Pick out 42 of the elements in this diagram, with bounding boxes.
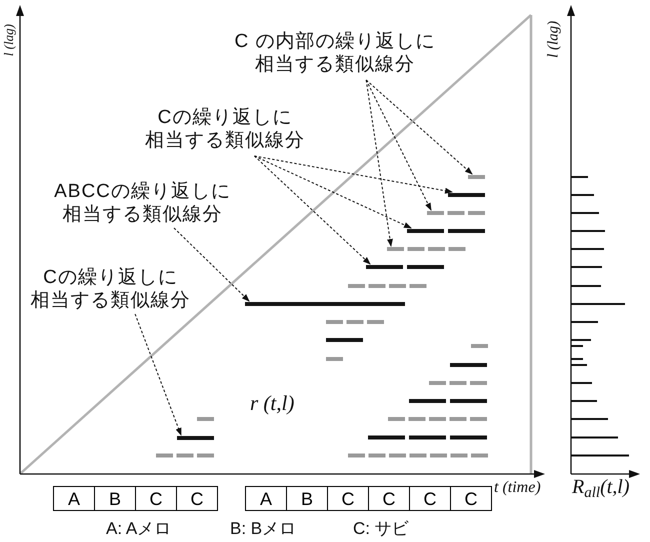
legend-text: B: Bメロ bbox=[230, 518, 296, 540]
callout-text: 相当する類似線分 bbox=[145, 129, 305, 152]
section-box: B bbox=[94, 486, 136, 511]
similarity-segment bbox=[177, 436, 214, 440]
leader-arrow bbox=[366, 80, 393, 247]
section-box: B bbox=[286, 486, 328, 511]
similarity-segment bbox=[245, 302, 405, 306]
legend-text: A: Aメロ bbox=[106, 518, 172, 540]
section-box: C bbox=[176, 486, 218, 511]
section-box: A bbox=[245, 486, 287, 511]
callout-text: ABCCの繰り返しに bbox=[54, 180, 231, 203]
leader-arrow bbox=[366, 80, 432, 211]
legend-text: C: サビ bbox=[353, 518, 409, 540]
callout-text: 相当する類似線分 bbox=[30, 289, 190, 312]
leader-arrow bbox=[254, 156, 453, 194]
callout-text: 相当する類似線分 bbox=[62, 203, 222, 226]
leader-arrow bbox=[134, 314, 182, 436]
axis-label: l (lag) bbox=[544, 20, 563, 60]
formula-label: r (t,l) bbox=[250, 390, 294, 416]
section-box: C bbox=[450, 486, 492, 511]
similarity-segment bbox=[366, 265, 403, 269]
leader-arrow bbox=[254, 156, 412, 228]
leader-arrow bbox=[174, 228, 250, 302]
section-box: C bbox=[409, 486, 451, 511]
similarity-segment bbox=[387, 247, 404, 251]
similarity-segment bbox=[427, 211, 444, 215]
similarity-segment bbox=[468, 175, 485, 179]
callout-text: Cの繰り返しに bbox=[43, 266, 178, 289]
axis-label: R$_{all}$(t,l) bbox=[572, 475, 630, 500]
similarity-segment bbox=[407, 229, 444, 233]
section-box: C bbox=[368, 486, 410, 511]
leader-arrow bbox=[366, 80, 473, 175]
axis-label: l (lag) bbox=[0, 23, 17, 58]
leader-arrow bbox=[254, 156, 371, 265]
similarity-segment bbox=[448, 193, 485, 197]
callout-text: Cの繰り返しに bbox=[158, 106, 292, 129]
section-box: C bbox=[327, 486, 369, 511]
section-box: A bbox=[53, 486, 95, 511]
callout-text: C の内部の繰り返しに bbox=[234, 30, 436, 53]
section-box: C bbox=[135, 486, 177, 511]
axis-label: t (time) bbox=[494, 478, 541, 498]
callout-text: 相当する類似線分 bbox=[255, 53, 415, 76]
